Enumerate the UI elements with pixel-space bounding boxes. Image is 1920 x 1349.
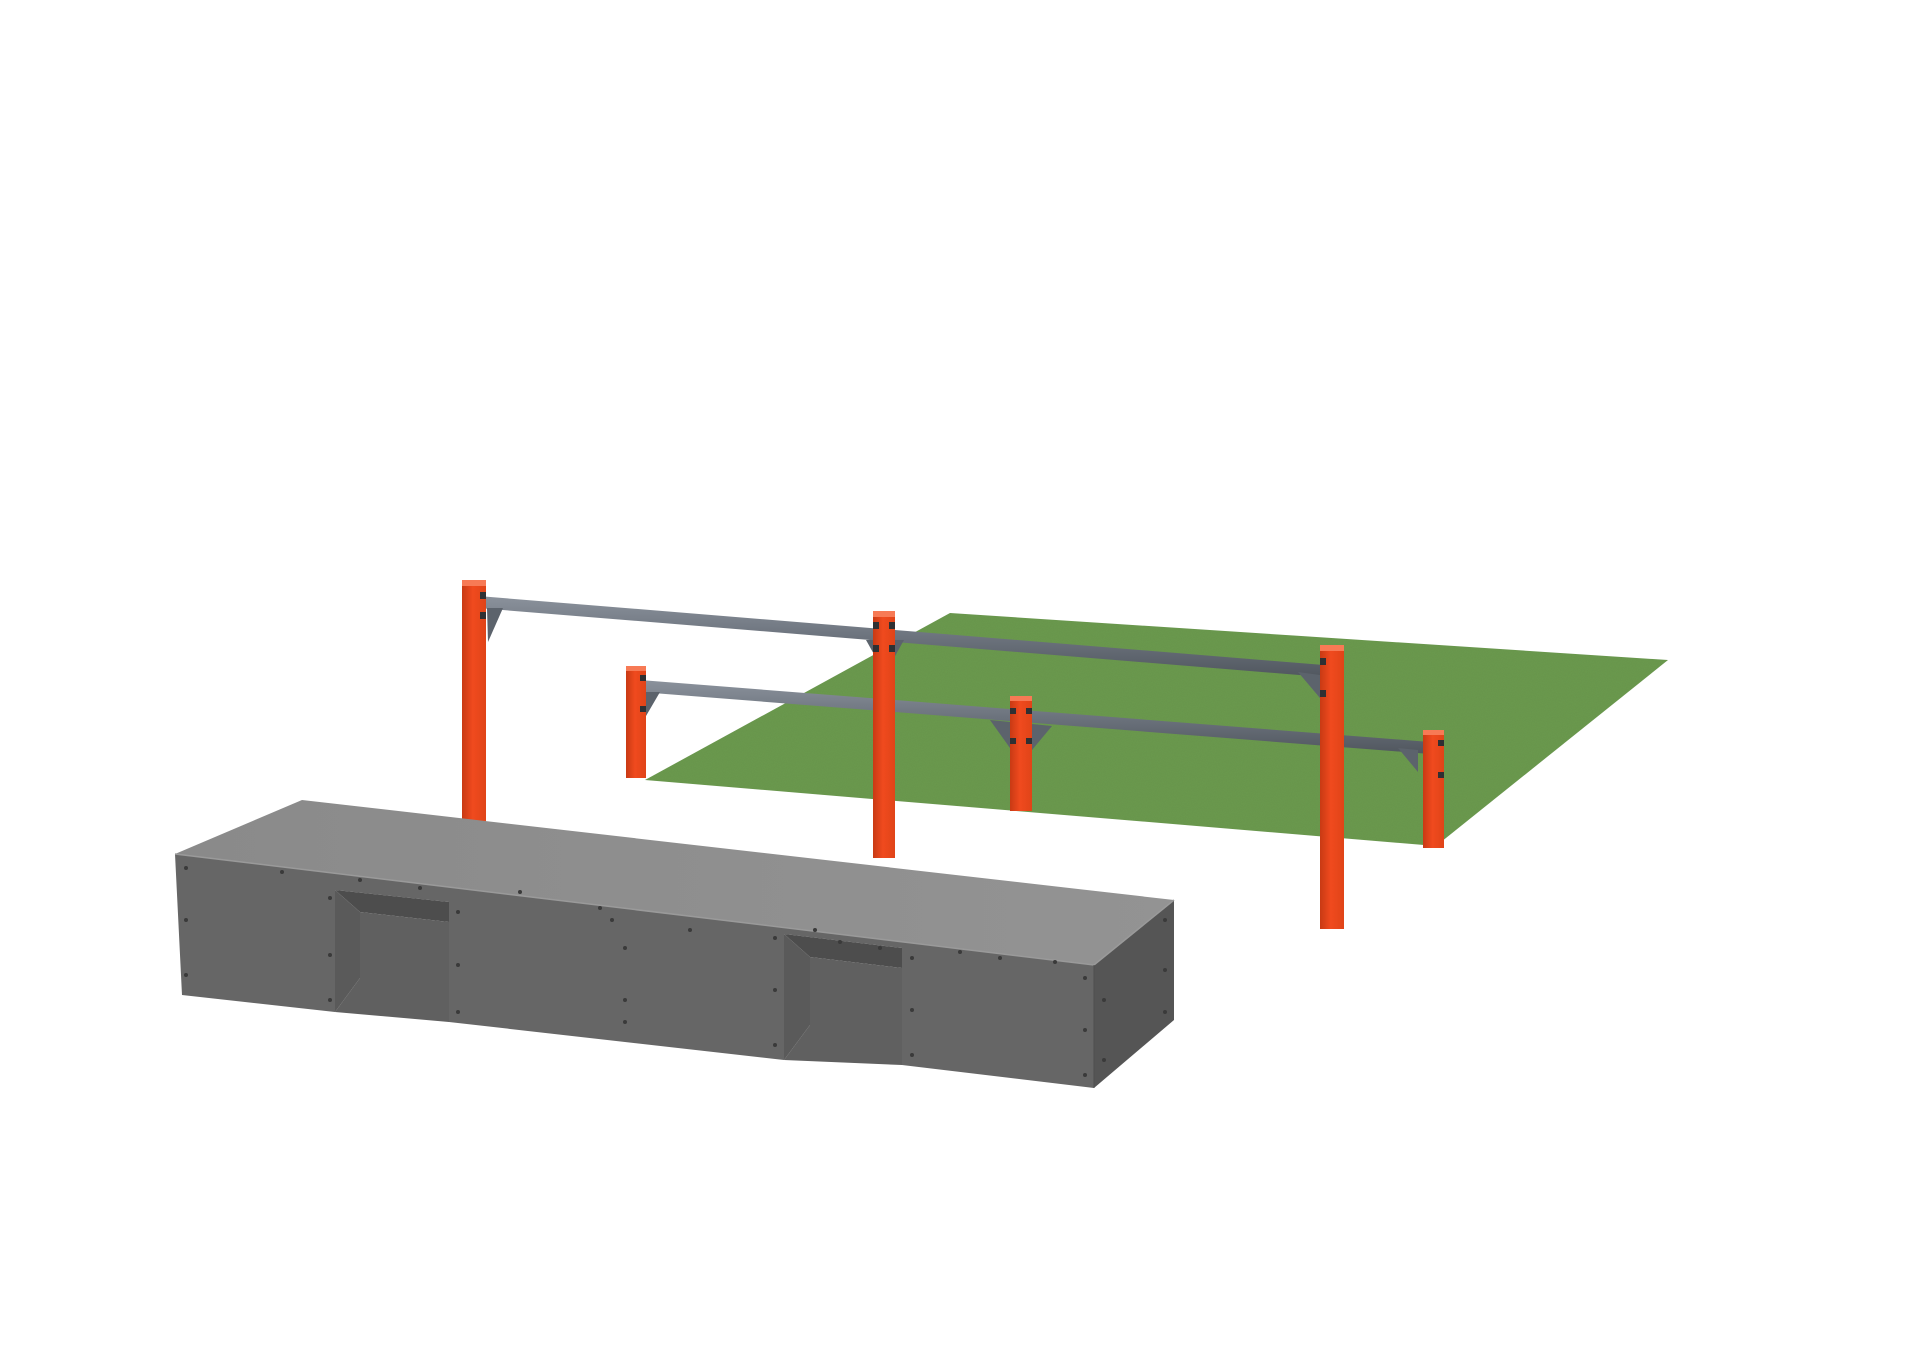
- tunnel-left: [335, 890, 449, 922]
- tunnel-right: [784, 934, 902, 968]
- post-back-right: [1320, 645, 1344, 929]
- post-back-left: [462, 580, 486, 822]
- block-front: [175, 854, 1094, 1088]
- block-top: [175, 800, 1174, 965]
- rivets: [184, 866, 1167, 1077]
- front-rail: [640, 680, 1430, 772]
- block-side: [1094, 900, 1174, 1088]
- post-front-left: [626, 666, 646, 778]
- vault-block: [174, 800, 1175, 1088]
- post-middle-short: [1010, 696, 1032, 811]
- post-front-right: [1423, 730, 1444, 848]
- post-middle: [873, 611, 895, 858]
